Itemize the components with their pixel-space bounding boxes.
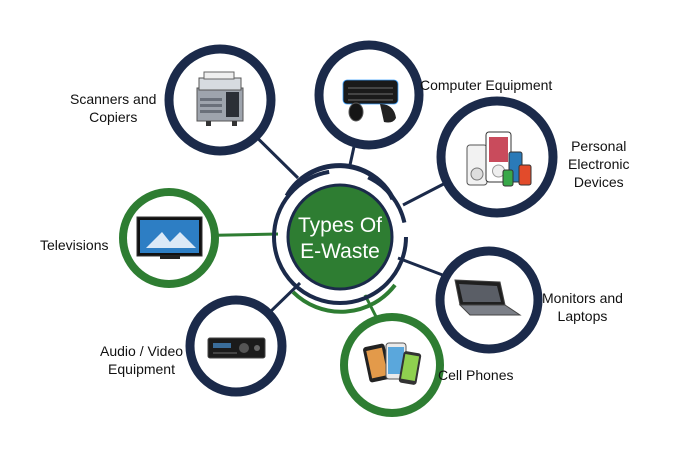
node-personal-electronic-devices — [436, 96, 558, 218]
laptop-icon — [454, 279, 522, 316]
av-receiver-icon — [207, 337, 266, 359]
center-arc-navy — [284, 163, 396, 201]
keyboard-mouse-icon — [342, 79, 399, 123]
node-televisions — [119, 188, 219, 288]
center-hub: Types Of E-Waste — [272, 163, 408, 314]
label-line: Televisions — [40, 237, 109, 253]
label-line: Computer Equipment — [420, 77, 553, 93]
label-personal-electronic-devices: Personal Electronic Devices — [568, 137, 629, 191]
center-title-line1: Types Of — [298, 214, 382, 237]
label-line: Copiers — [89, 109, 138, 125]
label-monitors-laptops: Monitors and Laptops — [542, 289, 623, 325]
node-cell-phones — [340, 313, 444, 417]
copier-icon — [196, 71, 244, 126]
label-cell-phones: Cell Phones — [438, 366, 514, 384]
node-scanners-copiers — [164, 44, 276, 156]
center-title-line2: E-Waste — [300, 240, 380, 263]
television-icon — [136, 216, 203, 259]
node-computer-equipment — [314, 40, 424, 150]
smartphones-icon — [363, 342, 422, 385]
label-line: Devices — [573, 174, 624, 190]
portable-devices-icon — [466, 131, 532, 187]
label-computer-equipment: Computer Equipment — [420, 76, 552, 94]
label-line: Cell Phones — [438, 367, 514, 383]
label-line: Audio / Video — [100, 343, 184, 359]
node-monitors-laptops — [435, 246, 543, 354]
label-line: Scanners and — [70, 91, 157, 107]
label-scanners-copiers: Scanners and Copiers — [70, 90, 156, 126]
label-televisions: Televisions — [40, 236, 108, 254]
label-line: Laptops — [557, 308, 608, 324]
label-line: Personal — [571, 138, 627, 154]
label-audio-video-equipment: Audio / Video Equipment — [100, 342, 183, 378]
label-line: Equipment — [108, 361, 175, 377]
center-arc-green — [291, 283, 397, 314]
center-circle — [286, 183, 394, 291]
node-audio-video-equipment — [185, 295, 287, 397]
label-line: Electronic — [568, 156, 630, 172]
label-line: Monitors and — [542, 290, 623, 306]
